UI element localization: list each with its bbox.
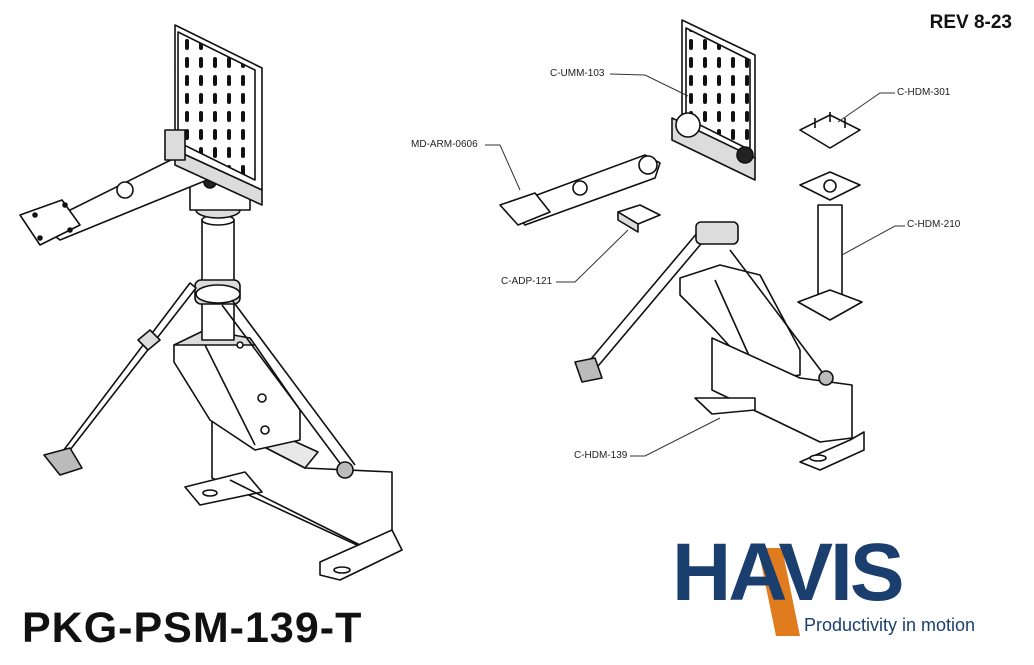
- callout-c-adp-121: C-ADP-121: [501, 276, 553, 287]
- callout-c-hdm-210: C-HDM-210: [907, 219, 961, 230]
- assembled-mount: [19, 24, 403, 581]
- leader-lines: [485, 73, 905, 457]
- exploded-adapter-plate: [799, 112, 861, 149]
- assembled-pole: [194, 214, 241, 341]
- callout-md-arm-0606: MD-ARM-0606: [411, 139, 478, 150]
- assembled-plate: [164, 24, 263, 206]
- havis-logo: HAVIS: [672, 527, 905, 618]
- assembled-strut: [43, 282, 356, 479]
- exploded-plate: [671, 19, 756, 181]
- callout-c-hdm-301: C-HDM-301: [897, 87, 951, 98]
- exploded-pole: [797, 171, 863, 321]
- exploded-bracket: [617, 204, 661, 233]
- part-number-title: PKG-PSM-139-T: [22, 604, 363, 652]
- revision-label: REV 8-23: [929, 12, 1012, 33]
- exploded-base: [574, 221, 865, 471]
- exploded-mount: [499, 19, 865, 471]
- logo-tagline: Productivity in motion: [804, 615, 976, 635]
- assembled-base: [173, 329, 403, 581]
- exploded-arm: [499, 154, 661, 226]
- callout-c-hdm-139: C-HDM-139: [574, 450, 628, 461]
- logo-slash-icon: [758, 548, 800, 636]
- callout-c-umm-103: C-UMM-103: [550, 68, 605, 79]
